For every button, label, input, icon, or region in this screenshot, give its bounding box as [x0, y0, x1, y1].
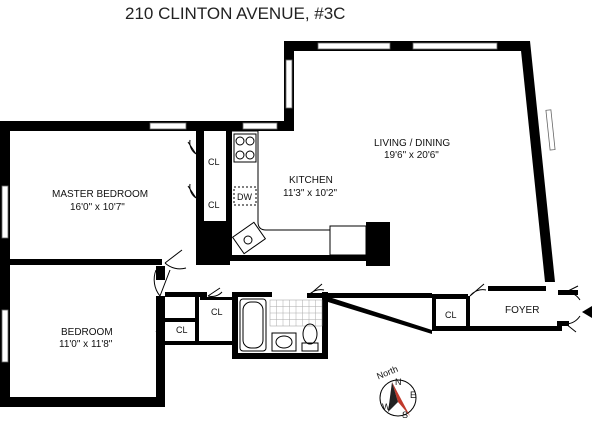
compass: North N E S W	[375, 364, 417, 420]
bathroom	[239, 298, 323, 352]
closet-label: CL	[208, 157, 220, 167]
compass-letter: W	[382, 402, 391, 412]
room-size: 11'0" x 11'8"	[59, 339, 113, 350]
plan-title: 210 CLINTON AVENUE, #3C	[125, 4, 345, 23]
toilet	[301, 323, 319, 352]
bathroom-sink	[271, 332, 297, 352]
kitchen-fixtures	[231, 130, 367, 256]
closet-label: CL	[445, 310, 457, 320]
doors	[153, 139, 581, 333]
room-name: MASTER BEDROOM	[52, 189, 148, 200]
room-master-bedroom: MASTER BEDROOM 16'0" x 10'7"	[52, 189, 148, 213]
walls	[0, 41, 578, 407]
room-size: 11'3" x 10'2"	[283, 188, 338, 199]
room-living-dining: LIVING / DINING 19'6" x 20'6"	[374, 138, 450, 161]
room-size: 19'6" x 20'6"	[384, 150, 439, 161]
entry-arrow-icon	[582, 306, 592, 318]
compass-letter: S	[402, 410, 408, 420]
compass-letter: N	[395, 377, 402, 387]
room-kitchen: KITCHEN 11'3" x 10'2"	[283, 175, 338, 199]
compass-needle-icon	[392, 382, 410, 416]
bathtub	[239, 298, 267, 352]
compass-letter: E	[410, 390, 416, 400]
kitchen-sink	[231, 221, 267, 255]
room-foyer: FOYER	[505, 305, 539, 316]
room-name: KITCHEN	[289, 175, 333, 186]
closet-label: CL	[211, 307, 223, 317]
room-name: BEDROOM	[61, 327, 113, 338]
room-bedroom: BEDROOM 11'0" x 11'8"	[59, 327, 113, 350]
room-size: 16'0" x 10'7"	[70, 202, 125, 213]
dishwasher-label: DW	[237, 192, 252, 202]
closet-label: CL	[208, 200, 220, 210]
closet-label: CL	[176, 325, 188, 335]
windows	[1, 42, 556, 363]
room-name: LIVING / DINING	[374, 138, 450, 149]
stove	[233, 133, 257, 163]
